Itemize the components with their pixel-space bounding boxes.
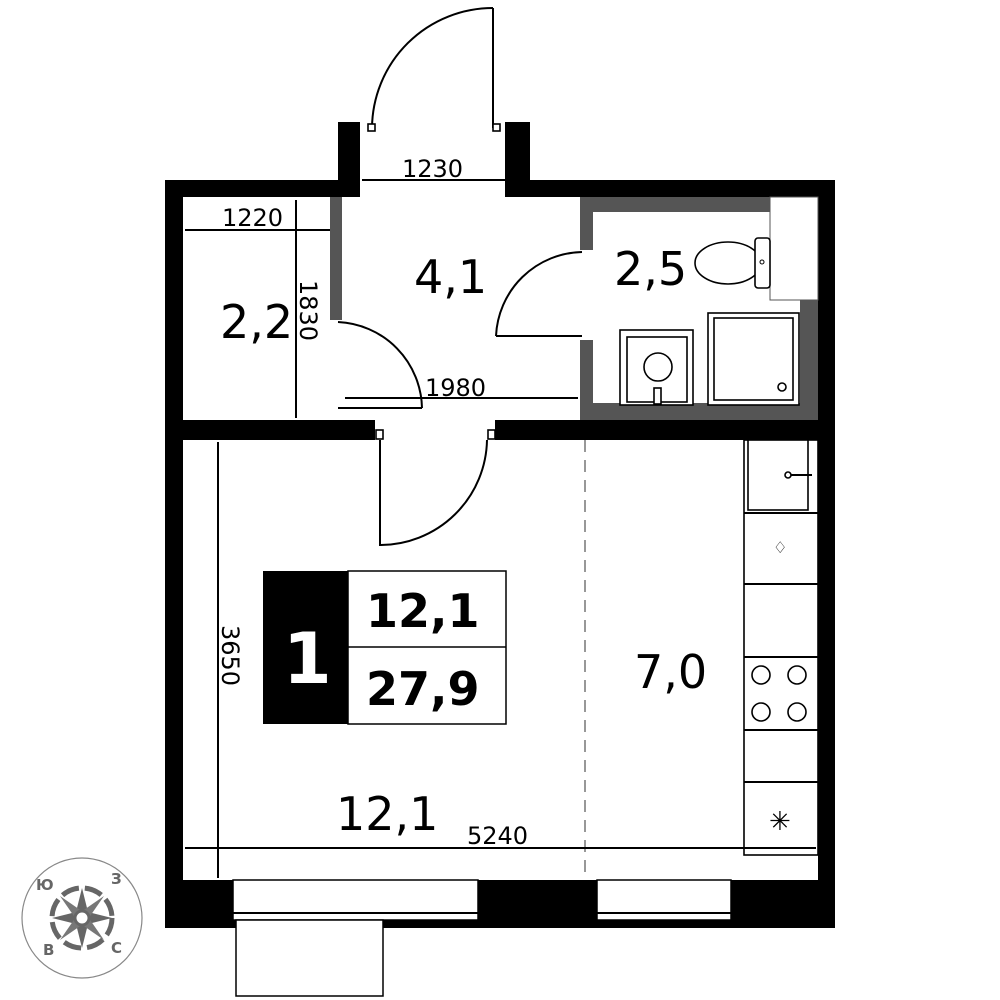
- dimension-lines: [185, 179, 816, 878]
- dim-room-depth: 3650: [216, 625, 244, 686]
- dim-closet-depth: 1830: [294, 280, 322, 341]
- compass-east: В: [43, 941, 54, 959]
- compass: Ю З В С: [21, 857, 143, 979]
- compass-west: З: [111, 870, 122, 888]
- summary-box: 1 12,1 27,9: [263, 570, 507, 725]
- area-closet: 2,2: [220, 295, 293, 349]
- area-hallway: 4,1: [414, 250, 487, 304]
- partitions: [330, 196, 819, 420]
- svg-text:♢: ♢: [773, 538, 787, 557]
- interior-doors: [337, 251, 583, 547]
- compass-south: Ю: [36, 876, 54, 894]
- area-living-room: 12,1: [336, 787, 438, 841]
- dim-room-width: 5240: [467, 822, 528, 850]
- compass-north: С: [111, 939, 122, 957]
- total-area: 27,9: [366, 662, 480, 716]
- area-kitchen: 7,0: [634, 645, 707, 699]
- svg-text:✳: ✳: [769, 807, 791, 837]
- balcony: [235, 919, 384, 997]
- rooms-count: 1: [283, 618, 332, 700]
- dim-entrance: 1230: [402, 155, 463, 183]
- kitchen-counter: ♢ ✳: [743, 439, 819, 856]
- entrance-door: [367, 7, 501, 132]
- dim-closet-width: 1220: [222, 204, 283, 232]
- dim-hall: 1980: [425, 374, 486, 402]
- area-bathroom: 2,5: [614, 242, 687, 296]
- bathroom-fixtures: [619, 237, 800, 406]
- living-area: 12,1: [366, 584, 480, 638]
